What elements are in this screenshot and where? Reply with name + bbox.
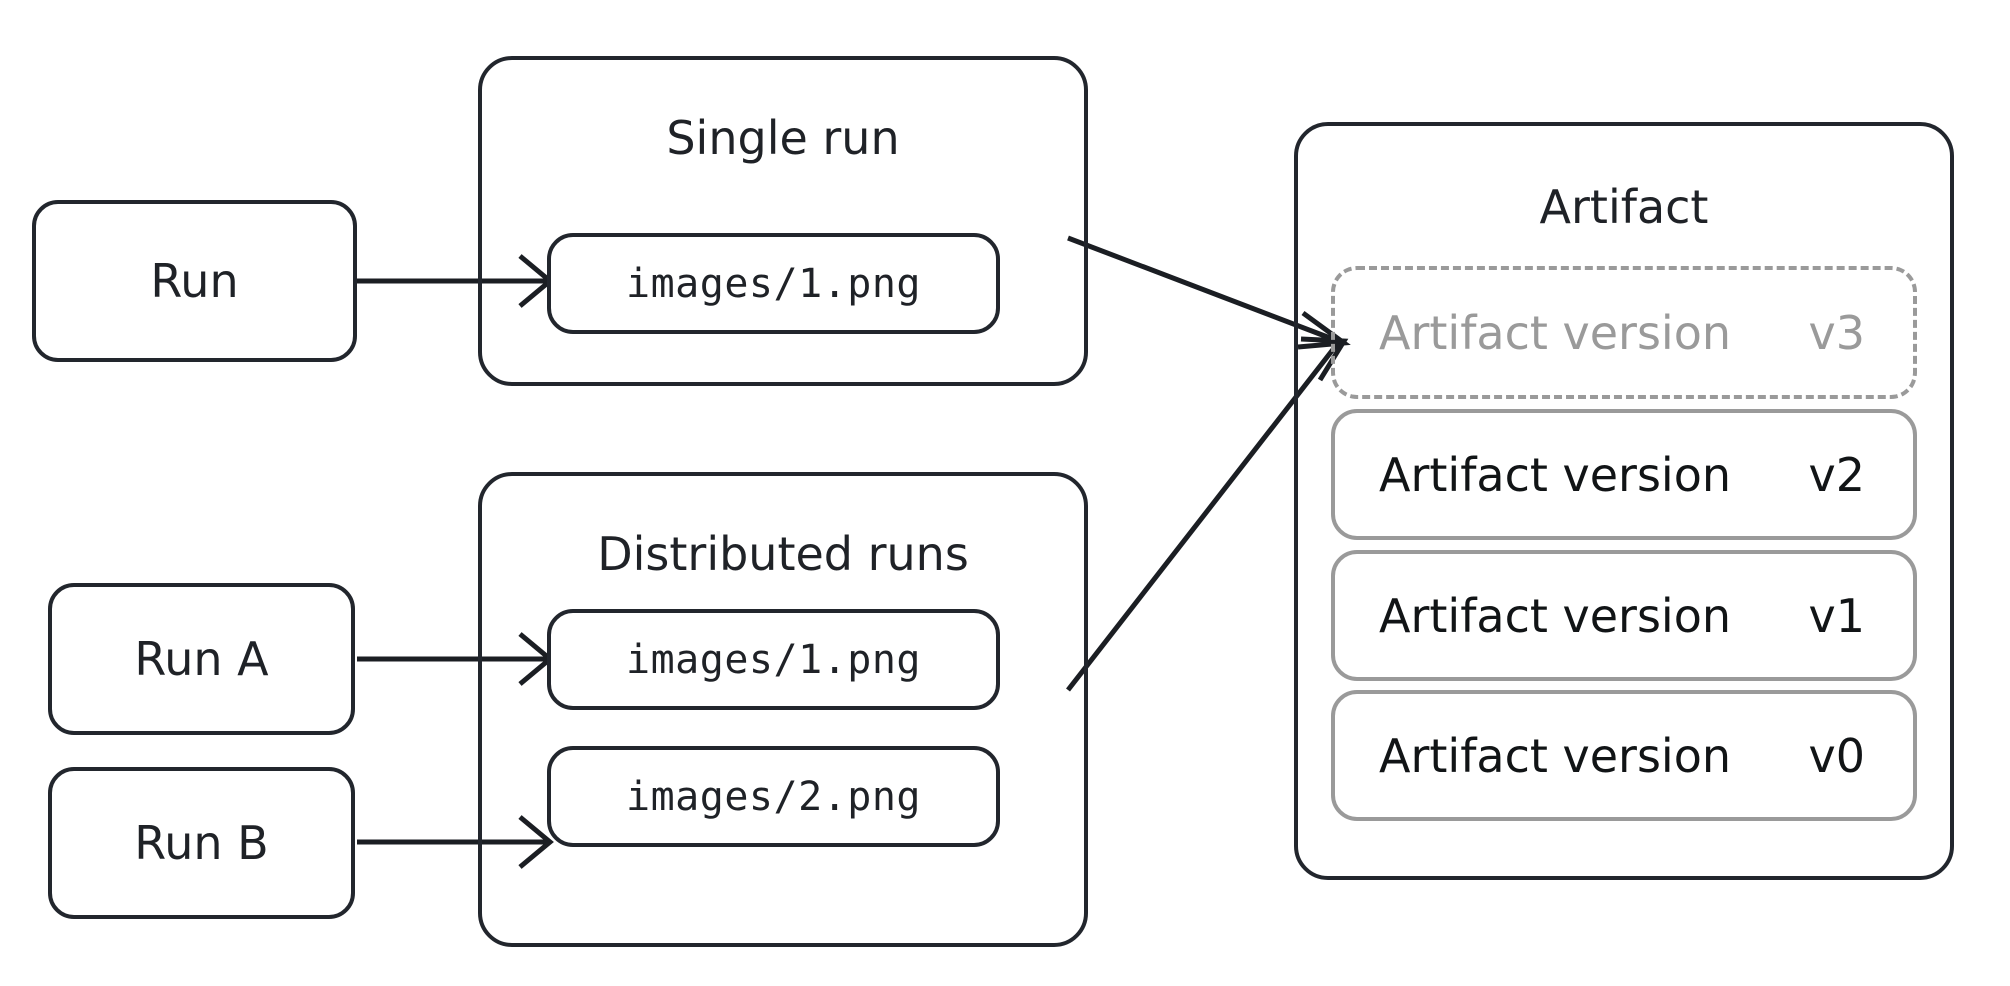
- artifact-version-v1-tag: v1: [1808, 588, 1866, 643]
- file-box-single-images-1[interactable]: images/1.png: [547, 233, 1000, 334]
- group-distributed-runs[interactable]: Distributed runs: [478, 472, 1088, 947]
- node-run-a[interactable]: Run A: [48, 583, 355, 735]
- node-run-a-label: Run A: [134, 632, 269, 686]
- artifact-version-v2[interactable]: Artifact version v2: [1331, 409, 1917, 540]
- artifact-version-v3-name: Artifact version: [1379, 305, 1732, 360]
- artifact-version-v3[interactable]: Artifact version v3: [1331, 266, 1917, 399]
- file-label-single-images-1: images/1.png: [626, 260, 921, 307]
- file-label-distributed-images-2: images/2.png: [626, 773, 921, 820]
- node-run-label: Run: [150, 254, 239, 308]
- artifact-version-v1[interactable]: Artifact version v1: [1331, 550, 1917, 681]
- file-box-distributed-images-2[interactable]: images/2.png: [547, 746, 1000, 847]
- node-run[interactable]: Run: [32, 200, 357, 362]
- group-single-run[interactable]: Single run: [478, 56, 1088, 386]
- group-distributed-runs-title: Distributed runs: [597, 527, 969, 581]
- artifact-version-v1-name: Artifact version: [1379, 588, 1732, 643]
- artifact-version-v0[interactable]: Artifact version v0: [1331, 690, 1917, 821]
- artifact-version-v2-name: Artifact version: [1379, 447, 1732, 502]
- artifact-version-v0-tag: v0: [1808, 728, 1866, 783]
- artifact-version-v3-tag: v3: [1808, 305, 1866, 360]
- node-run-b-label: Run B: [134, 816, 269, 870]
- node-run-b[interactable]: Run B: [48, 767, 355, 919]
- group-artifact[interactable]: Artifact: [1294, 122, 1954, 880]
- artifact-version-v0-name: Artifact version: [1379, 728, 1732, 783]
- group-single-run-title: Single run: [666, 111, 900, 165]
- file-label-distributed-images-1: images/1.png: [626, 636, 921, 683]
- artifact-version-v2-tag: v2: [1808, 447, 1866, 502]
- file-box-distributed-images-1[interactable]: images/1.png: [547, 609, 1000, 710]
- group-artifact-title: Artifact: [1539, 180, 1709, 234]
